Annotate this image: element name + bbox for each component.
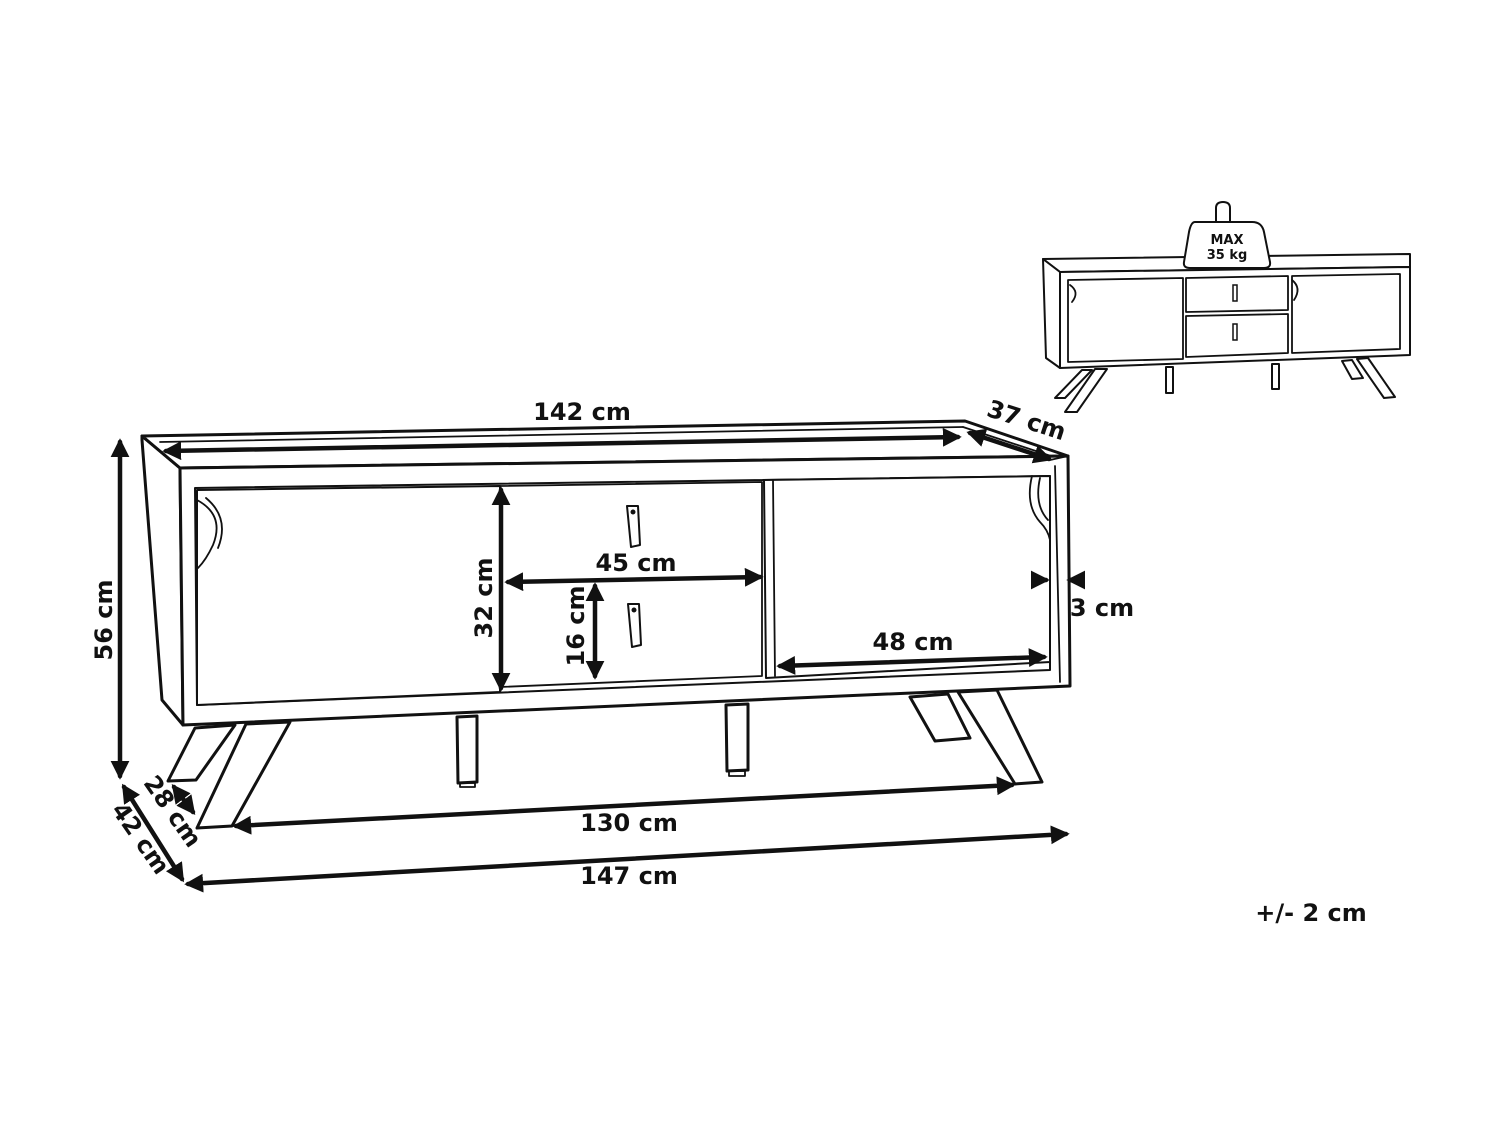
label-16: 16 cm bbox=[562, 586, 590, 667]
tolerance-label: +/- 2 cm bbox=[1255, 899, 1366, 927]
dim-line-130 bbox=[232, 776, 1016, 835]
dim-line-147 bbox=[184, 825, 1070, 893]
max-load-weight-icon bbox=[1182, 201, 1272, 269]
label-45: 45 cm bbox=[596, 549, 677, 577]
dimension-lines bbox=[110, 427, 1086, 893]
mini-cabinet-drawing bbox=[1042, 253, 1411, 413]
label-32: 32 cm bbox=[470, 558, 498, 639]
tv-cabinet-drawing bbox=[140, 419, 1072, 830]
dim-line-142 bbox=[162, 427, 962, 461]
left-door bbox=[196, 485, 501, 706]
drawer-pull-top bbox=[626, 505, 641, 548]
label-142: 142 cm bbox=[533, 398, 631, 426]
cabinet-left-side bbox=[140, 434, 185, 727]
mini-cabinet-front bbox=[1059, 266, 1411, 369]
right-door bbox=[763, 475, 1051, 679]
cabinet-legs bbox=[166, 688, 1044, 830]
dim-line-48 bbox=[776, 648, 1048, 675]
max-load-label: MAX bbox=[1210, 233, 1243, 248]
label-56: 56 cm bbox=[90, 580, 118, 661]
label-48: 48 cm bbox=[873, 628, 954, 656]
dim-line-42 bbox=[121, 783, 185, 883]
label-3: 3 cm bbox=[1070, 594, 1134, 622]
drawer-pull-bottom bbox=[627, 603, 642, 648]
label-147: 147 cm bbox=[580, 862, 678, 890]
label-130: 130 cm bbox=[580, 809, 678, 837]
dim-line-45 bbox=[504, 567, 764, 592]
dim-line-37 bbox=[966, 428, 1053, 464]
mini-drawer-pull-top bbox=[1232, 284, 1238, 302]
mini-cabinet-left-side bbox=[1042, 258, 1061, 369]
mini-drawer-pull-bottom bbox=[1232, 323, 1238, 341]
mini-cabinet-legs bbox=[1054, 357, 1396, 413]
max-load-value: 35 kg bbox=[1207, 248, 1248, 263]
